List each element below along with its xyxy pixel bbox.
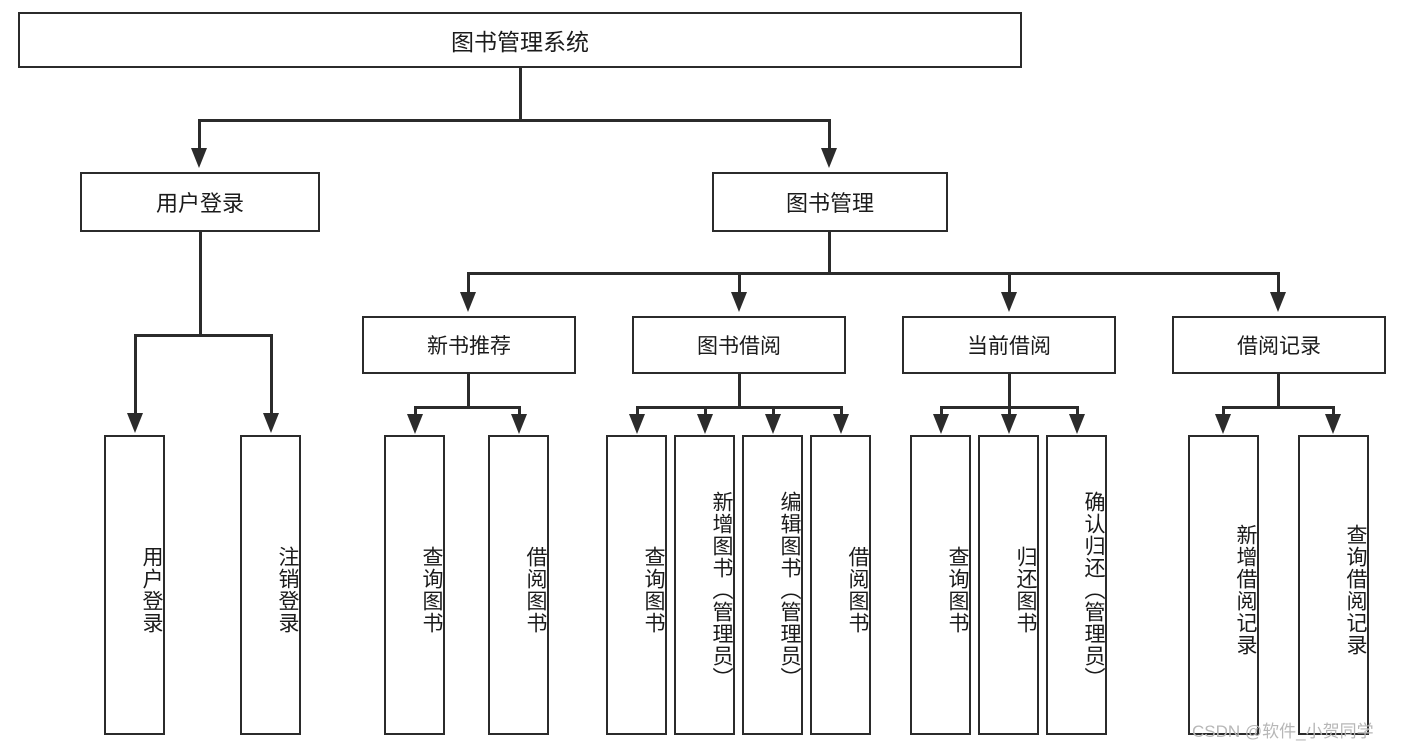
edge-drop-user-login (198, 119, 201, 150)
node-borrow-record[interactable]: 借阅记录 (1172, 316, 1386, 374)
edge-user-login-leaf-bus (134, 334, 272, 337)
edge-current-borrow-stem (1008, 374, 1011, 408)
edge-drop-book-borrow (738, 272, 741, 294)
edge-drop-book-manage (828, 119, 831, 150)
edge-borrow-record-stem (1277, 374, 1280, 408)
edge-new-book-leaf2-drop (518, 406, 521, 418)
edge-cb-leaf3-drop (1076, 406, 1079, 418)
leaf-logout[interactable]: 注销登录 (240, 435, 301, 735)
arrowhead-cb-confirm (1069, 414, 1085, 434)
edge-drop-new-book (467, 272, 470, 294)
edge-book-borrow-leaf-bus (636, 406, 842, 409)
edge-borrow-record-leaf-bus (1222, 406, 1334, 409)
leaf-currentborrow-return-book[interactable]: 归还图书 (978, 435, 1039, 735)
node-current-borrow[interactable]: 当前借阅 (902, 316, 1116, 374)
arrowhead-new-book-recommend (460, 292, 476, 312)
edge-bb-leaf2-drop (704, 406, 707, 418)
edge-bb-leaf3-drop (772, 406, 775, 418)
arrowhead-book-manage (821, 148, 837, 168)
edge-new-book-leaf1-drop (414, 406, 417, 418)
edge-br-leaf1-drop (1222, 406, 1225, 418)
leaf-bookborrow-add-book[interactable]: 新增图书（管理员） (674, 435, 735, 735)
edge-new-book-leaf-bus (414, 406, 520, 409)
edge-br-leaf2-drop (1332, 406, 1335, 418)
node-new-book-recommend[interactable]: 新书推荐 (362, 316, 576, 374)
arrowhead-bb-borrow (833, 414, 849, 434)
leaf-user-login[interactable]: 用户登录 (104, 435, 165, 735)
edge-drop-borrow-record (1277, 272, 1280, 294)
leaf-bookborrow-edit-book[interactable]: 编辑图书（管理员） (742, 435, 803, 735)
arrowhead-bb-add (697, 414, 713, 434)
edge-book-manage-stem (828, 232, 831, 274)
leaf-borrowrecord-query-record[interactable]: 查询借阅记录 (1298, 435, 1369, 735)
edge-root-stem-vertical (519, 68, 522, 120)
leaf-currentborrow-confirm-return[interactable]: 确认归还（管理员） (1046, 435, 1107, 735)
edge-new-book-stem (467, 374, 470, 408)
arrowhead-cb-return (1001, 414, 1017, 434)
leaf-newbook-borrow-book[interactable]: 借阅图书 (488, 435, 549, 735)
edge-bb-leaf4-drop (840, 406, 843, 418)
node-root-system[interactable]: 图书管理系统 (18, 12, 1022, 68)
edge-user-login-leaf2-drop (270, 334, 273, 415)
arrowhead-user-login (191, 148, 207, 168)
leaf-bookborrow-query-book[interactable]: 查询图书 (606, 435, 667, 735)
arrowhead-bb-query (629, 414, 645, 434)
arrowhead-bb-edit (765, 414, 781, 434)
leaf-newbook-query-book[interactable]: 查询图书 (384, 435, 445, 735)
arrowhead-br-query (1325, 414, 1341, 434)
edge-book-borrow-stem (738, 374, 741, 408)
arrowhead-borrow-record (1270, 292, 1286, 312)
arrowhead-leaf-logout (263, 413, 279, 433)
edge-user-login-stem (199, 232, 202, 335)
edge-level1-bus (198, 119, 830, 122)
arrowhead-cb-query (933, 414, 949, 434)
edge-cb-leaf2-drop (1008, 406, 1011, 418)
arrowhead-book-borrow (731, 292, 747, 312)
leaf-borrowrecord-add-record[interactable]: 新增借阅记录 (1188, 435, 1259, 735)
edge-user-login-leaf1-drop (134, 334, 137, 415)
arrowhead-br-add (1215, 414, 1231, 434)
arrowhead-current-borrow (1001, 292, 1017, 312)
arrowhead-leaf-user-login (127, 413, 143, 433)
node-book-management[interactable]: 图书管理 (712, 172, 948, 232)
csdn-watermark: CSDN @软件_小贺同学 (1192, 722, 1374, 741)
arrowhead-newbook-borrow (511, 414, 527, 434)
edge-bb-leaf1-drop (636, 406, 639, 418)
node-book-borrow[interactable]: 图书借阅 (632, 316, 846, 374)
leaf-bookborrow-borrow-book[interactable]: 借阅图书 (810, 435, 871, 735)
edge-cb-leaf1-drop (940, 406, 943, 418)
leaf-currentborrow-query-book[interactable]: 查询图书 (910, 435, 971, 735)
edge-level2-bus (467, 272, 1279, 275)
edge-drop-current-borrow (1008, 272, 1011, 294)
arrowhead-newbook-query (407, 414, 423, 434)
node-user-login[interactable]: 用户登录 (80, 172, 320, 232)
